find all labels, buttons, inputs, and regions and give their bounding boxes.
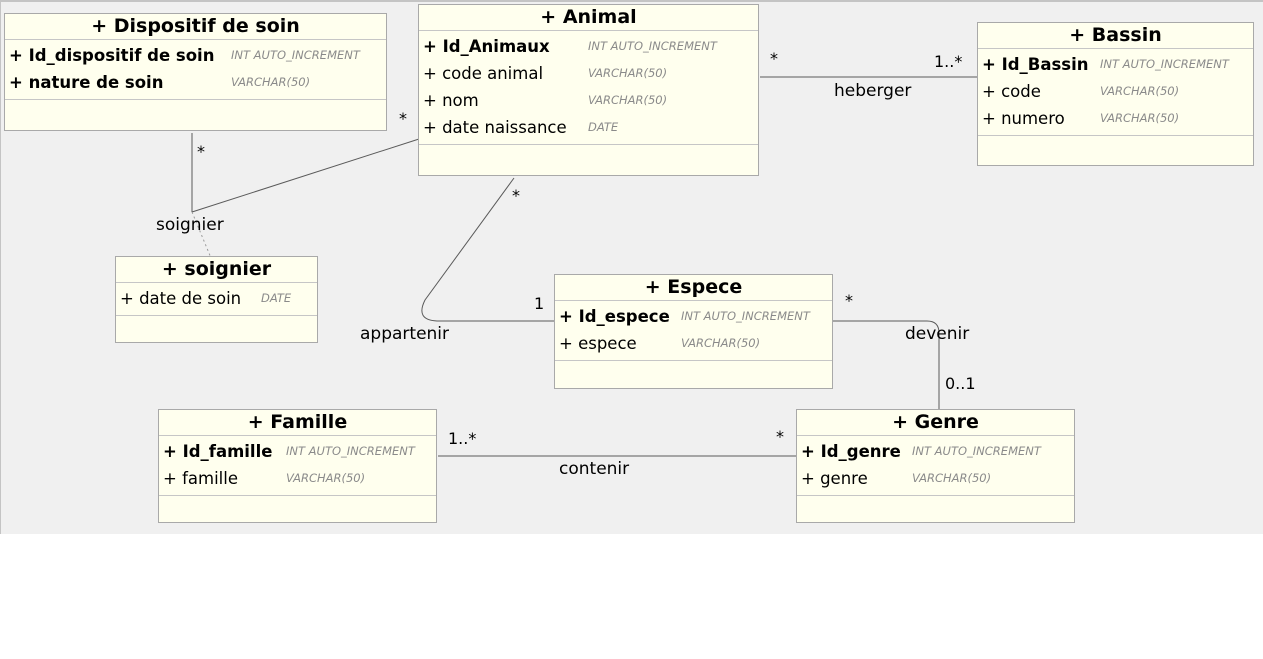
attribute-list: + Id_Bassin INT AUTO_INCREMENT + code VA… (978, 49, 1253, 136)
cardinality-appartenir-espece: 1 (534, 294, 545, 313)
cardinality-devenir-genre: 0..1 (945, 374, 976, 393)
link-soignier-animal (191, 138, 420, 213)
attribute-row[interactable]: + Id_famille INT AUTO_INCREMENT (159, 438, 436, 465)
attribute-name: + Id_genre (801, 442, 901, 461)
attribute-row[interactable]: + Id_genre INT AUTO_INCREMENT (797, 438, 1074, 465)
association-label-soignier[interactable]: soignier (156, 215, 224, 235)
attribute-row[interactable]: + famille VARCHAR(50) (159, 465, 436, 492)
association-lines (191, 76, 978, 457)
association-class-soignier[interactable]: + soignier + date de soin DATE (115, 256, 318, 343)
attribute-name: + Id_dispositif de soin (9, 46, 215, 65)
attribute-list: + Id_genre INT AUTO_INCREMENT + genre VA… (797, 436, 1074, 496)
entity-animal[interactable]: + Animal + Id_Animaux INT AUTO_INCREMENT… (418, 4, 759, 176)
attribute-type: INT AUTO_INCREMENT (231, 48, 360, 62)
link-appartenir (421, 177, 555, 322)
attribute-type: INT AUTO_INCREMENT (912, 444, 1041, 458)
cardinality-heberger-animal: * (770, 49, 778, 68)
attribute-row[interactable]: + nature de soin VARCHAR(50) (5, 69, 386, 96)
attribute-type: INT AUTO_INCREMENT (1100, 57, 1229, 71)
cardinality-devenir-espece: * (845, 291, 853, 310)
attribute-list: + Id_famille INT AUTO_INCREMENT + famill… (159, 436, 436, 496)
attribute-row[interactable]: + date naissance DATE (419, 114, 758, 141)
attribute-type: VARCHAR(50) (588, 66, 668, 80)
entity-bassin[interactable]: + Bassin + Id_Bassin INT AUTO_INCREMENT … (977, 22, 1254, 166)
attribute-type: VARCHAR(50) (681, 336, 761, 350)
attribute-name: + genre (801, 469, 868, 488)
attribute-name: + date de soin (120, 289, 242, 308)
attribute-name: + famille (163, 469, 238, 488)
attribute-row[interactable]: + date de soin DATE (116, 285, 317, 312)
entity-title: + Genre (797, 410, 1074, 436)
attribute-row[interactable]: + Id_espece INT AUTO_INCREMENT (555, 303, 832, 330)
cardinality-soignier-animal: * (399, 109, 407, 128)
attribute-name: + nom (423, 91, 479, 110)
attribute-list: + Id_espece INT AUTO_INCREMENT + espece … (555, 301, 832, 361)
attribute-name: + numero (982, 109, 1065, 128)
entity-title: + Bassin (978, 23, 1253, 49)
entity-famille[interactable]: + Famille + Id_famille INT AUTO_INCREMEN… (158, 409, 437, 523)
entity-dispositif-de-soin[interactable]: + Dispositif de soin + Id_dispositif de … (4, 13, 387, 131)
attribute-type: VARCHAR(50) (1100, 84, 1180, 98)
attribute-type: DATE (588, 120, 619, 134)
attribute-type: VARCHAR(50) (286, 471, 366, 485)
attribute-name: + Id_Bassin (982, 55, 1089, 74)
cardinality-contenir-famille: 1..* (448, 429, 477, 448)
attribute-name: + code animal (423, 64, 544, 83)
association-label-heberger[interactable]: heberger (834, 81, 912, 101)
entity-title: + Espece (555, 275, 832, 301)
attribute-type: VARCHAR(50) (231, 75, 311, 89)
cardinality-appartenir-animal: * (512, 186, 520, 205)
attribute-type: VARCHAR(50) (588, 93, 668, 107)
attribute-row[interactable]: + Id_Bassin INT AUTO_INCREMENT (978, 51, 1253, 78)
attribute-list: + Id_Animaux INT AUTO_INCREMENT + code a… (419, 31, 758, 145)
attribute-row[interactable]: + espece VARCHAR(50) (555, 330, 832, 357)
attribute-row[interactable]: + code animal VARCHAR(50) (419, 60, 758, 87)
attribute-type: INT AUTO_INCREMENT (588, 39, 717, 53)
association-label-appartenir[interactable]: appartenir (360, 324, 450, 344)
entity-title: + Animal (419, 5, 758, 31)
entity-espece[interactable]: + Espece + Id_espece INT AUTO_INCREMENT … (554, 274, 833, 389)
attribute-type: INT AUTO_INCREMENT (286, 444, 415, 458)
attribute-name: + date naissance (423, 118, 567, 137)
attribute-row[interactable]: + Id_dispositif de soin INT AUTO_INCREME… (5, 42, 386, 69)
link-devenir (833, 320, 940, 411)
attribute-name: + Id_espece (559, 307, 670, 326)
link-soignier-assoc (191, 211, 212, 259)
entity-genre[interactable]: + Genre + Id_genre INT AUTO_INCREMENT + … (796, 409, 1075, 523)
attribute-name: + nature de soin (9, 73, 164, 92)
attribute-name: + espece (559, 334, 637, 353)
attribute-name: + Id_Animaux (423, 37, 550, 56)
attribute-row[interactable]: + code VARCHAR(50) (978, 78, 1253, 105)
association-label-contenir[interactable]: contenir (559, 459, 630, 479)
attribute-row[interactable]: + nom VARCHAR(50) (419, 87, 758, 114)
cardinality-soignier-dispositif: * (197, 142, 205, 161)
attribute-row[interactable]: + numero VARCHAR(50) (978, 105, 1253, 132)
entity-title: + soignier (116, 257, 317, 283)
cardinality-heberger-bassin: 1..* (934, 52, 963, 71)
attribute-list: + Id_dispositif de soin INT AUTO_INCREME… (5, 40, 386, 100)
entity-title: + Famille (159, 410, 436, 436)
attribute-list: + date de soin DATE (116, 283, 317, 316)
attribute-row[interactable]: + genre VARCHAR(50) (797, 465, 1074, 492)
entity-title: + Dispositif de soin (5, 14, 386, 40)
association-label-devenir[interactable]: devenir (905, 324, 970, 344)
attribute-type: VARCHAR(50) (912, 471, 992, 485)
attribute-row[interactable]: + Id_Animaux INT AUTO_INCREMENT (419, 33, 758, 60)
attribute-name: + code (982, 82, 1041, 101)
attribute-type: INT AUTO_INCREMENT (681, 309, 810, 323)
attribute-name: + Id_famille (163, 442, 273, 461)
attribute-type: VARCHAR(50) (1100, 111, 1180, 125)
cardinality-contenir-genre: * (776, 427, 784, 446)
attribute-type: DATE (261, 291, 292, 305)
